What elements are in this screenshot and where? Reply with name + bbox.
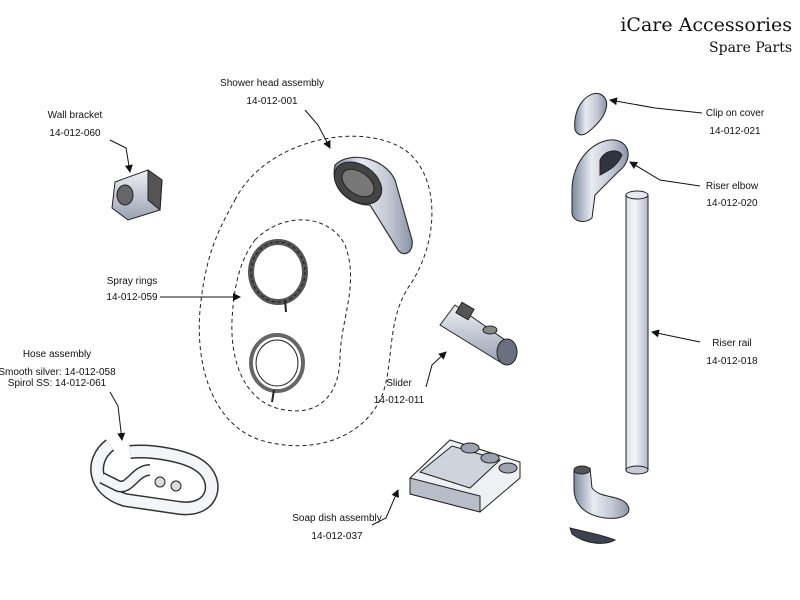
wall-bracket-code: 14-012-060: [49, 128, 101, 139]
lower-elbow-part: [569, 465, 630, 544]
slider-label: Slider: [386, 378, 412, 389]
riser-rail-label: Riser rail: [712, 338, 752, 349]
hose-label: Hose assembly: [22, 349, 92, 360]
riser-elbow-label: Riser elbow: [705, 181, 759, 192]
page-subtitle: Spare Parts: [709, 40, 792, 56]
riser-rail-code: 14-012-018: [706, 356, 758, 367]
soap-dish-label: Soap dish assembly: [292, 513, 382, 524]
spray-rings-label: Spray rings: [106, 276, 158, 287]
slider-part: [439, 301, 518, 366]
hose-code-smooth: Smooth silver: 14-012-058: [0, 367, 116, 378]
leader-lines: [109, 97, 703, 526]
hose-part: [90, 439, 219, 516]
shower-head-label: Shower head assembly: [220, 78, 324, 89]
wall-bracket-label: Wall bracket: [47, 110, 103, 121]
soap-dish-code: 14-012-037: [311, 531, 363, 542]
spray-rings-code: 14-012-059: [106, 292, 158, 303]
soap-dish-part: [409, 439, 521, 513]
clip-cover-label: Clip on cover: [705, 108, 765, 119]
shower-head-part: [333, 156, 413, 255]
spray-rings-part: [248, 239, 308, 403]
clip-cover-code: 14-012-021: [709, 126, 761, 137]
page-title: iCare Accessories: [620, 14, 792, 36]
riser-elbow-part: [571, 139, 629, 222]
clip-cover-part: [574, 92, 608, 136]
riser-rail-part: [625, 190, 649, 475]
wall-bracket-part: [111, 169, 163, 221]
slider-code: 14-012-011: [373, 395, 425, 406]
riser-elbow-code: 14-012-020: [706, 198, 758, 209]
shower-head-code: 14-012-001: [246, 96, 298, 107]
shower-kit-outline: [198, 135, 433, 447]
hose-code-spirol: Spirol SS: 14-012-061: [7, 378, 107, 389]
